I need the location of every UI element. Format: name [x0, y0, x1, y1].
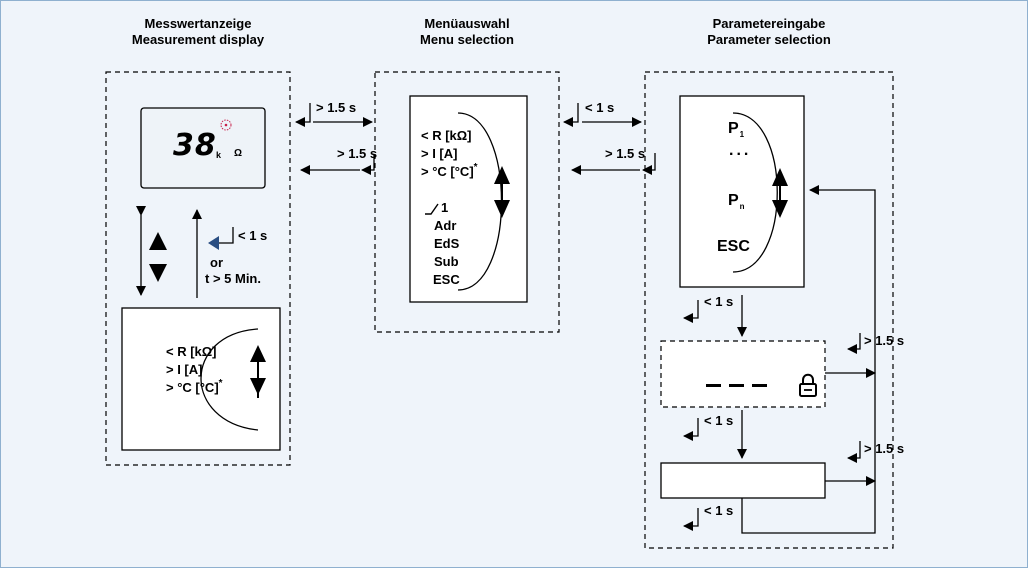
enter-key-icon [847, 441, 861, 463]
measurement-item-i: > I [A] [166, 362, 203, 377]
parameter-item-pn-sub: n [739, 202, 745, 211]
parameter-updown-arrows [772, 168, 788, 218]
timing-lt1-code-entry: < 1 s [704, 294, 734, 309]
timing-gt15-to-measurement: > 1.5 s [337, 146, 378, 161]
parameter-loop-curve [732, 112, 778, 273]
value-input-box [660, 462, 826, 499]
enter-key-icon [683, 300, 699, 323]
timing-lt1-confirm: < 1 s [704, 503, 734, 518]
menu-item-eds: EdS [434, 236, 460, 251]
measurement-header: Messwertanzeige Measurement display [112, 16, 284, 48]
parameter-item-esc: ESC [717, 238, 750, 255]
timing-or: or [210, 255, 223, 270]
enter-key-icon [642, 153, 656, 175]
lcd-display-frame [140, 107, 266, 189]
code-dash-1 [706, 384, 721, 387]
parameter-header-de: Parametereingabe [712, 16, 826, 31]
menu-item-adr: Adr [434, 218, 457, 233]
up-down-key-icon [149, 232, 167, 282]
enter-key-icon [847, 333, 861, 354]
measurement-loop-curve [200, 328, 259, 431]
enter-key-icon [361, 154, 375, 175]
timing-gt15-code-return: > 1.5 s [864, 333, 905, 348]
measurement-header-en: Measurement display [131, 32, 265, 47]
menu-header-en: Menu selection [420, 32, 514, 47]
measurement-item-c: > °C [°C]* [166, 378, 223, 395]
enter-key-icon [208, 227, 234, 250]
code-entry-box [660, 340, 826, 408]
lcd-indicator-dot [220, 119, 232, 131]
parameter-item-pn-label: P [728, 192, 739, 209]
measurement-item-c-asterisk: * [218, 378, 223, 389]
lcd-unit: Ω [234, 148, 243, 159]
lock-icon [799, 373, 817, 397]
timing-lt1-value: < 1 s [704, 413, 734, 428]
menu-item-esc: ESC [433, 272, 460, 287]
menu-item-i: > I [A] [421, 146, 458, 161]
parameter-group-box [644, 71, 894, 549]
timing-gt15-to-menu-back: > 1.5 s [605, 146, 646, 161]
parameter-list-box [679, 95, 805, 288]
menu-item-relay: 1 [441, 200, 449, 215]
relay-switch-icon [425, 203, 439, 215]
parameter-header-en: Parameter selection [707, 32, 831, 47]
parameter-item-p1-sub: 1 [739, 130, 745, 139]
parameter-item-dots: ... [729, 142, 752, 159]
enter-key-icon [683, 418, 699, 441]
lcd-value: 38 [173, 128, 217, 163]
menu-header-de: Menüauswahl [424, 16, 510, 31]
parameter-header: Parametereingabe Parameter selection [682, 16, 856, 48]
parameter-item-pn: Pn [728, 192, 745, 211]
measurement-item-c-label: > °C [°C] [166, 380, 219, 395]
menu-header: Menüauswahl Menu selection [380, 16, 554, 48]
measurement-item-r: < R [kΩ] [166, 344, 217, 359]
timing-gt15-to-menu: > 1.5 s [316, 100, 357, 115]
menu-item-sub: Sub [434, 254, 459, 269]
enter-key-icon [683, 508, 699, 531]
timing-timeout: t > 5 Min. [205, 271, 261, 286]
lcd-unit-prefix: k [216, 150, 222, 160]
measurement-updown-arrows [250, 345, 266, 395]
code-dash-3 [752, 384, 767, 387]
menu-item-c-asterisk: * [473, 162, 478, 173]
menu-item-c: > °C [°C]* [421, 162, 478, 179]
menu-item-r: < R [kΩ] [421, 128, 472, 143]
menu-updown-arrows [494, 166, 510, 218]
menu-list-box [409, 95, 528, 303]
enter-key-icon [295, 103, 311, 127]
menu-group-box [374, 71, 560, 333]
parameter-item-p1-label: P [728, 120, 739, 137]
timing-lt1-measurement: < 1 s [238, 228, 268, 243]
return-to-parameters [741, 185, 876, 534]
code-dash-2 [729, 384, 744, 387]
timing-gt15-value-return: > 1.5 s [864, 441, 905, 456]
measurement-group-box [105, 71, 291, 466]
enter-key-icon [563, 103, 579, 127]
measurement-header-de: Messwertanzeige [144, 16, 252, 31]
menu-item-c-label: > °C [°C] [421, 164, 474, 179]
timing-lt1-to-parameters: < 1 s [585, 100, 615, 115]
parameter-item-p1: P1 [728, 120, 745, 139]
